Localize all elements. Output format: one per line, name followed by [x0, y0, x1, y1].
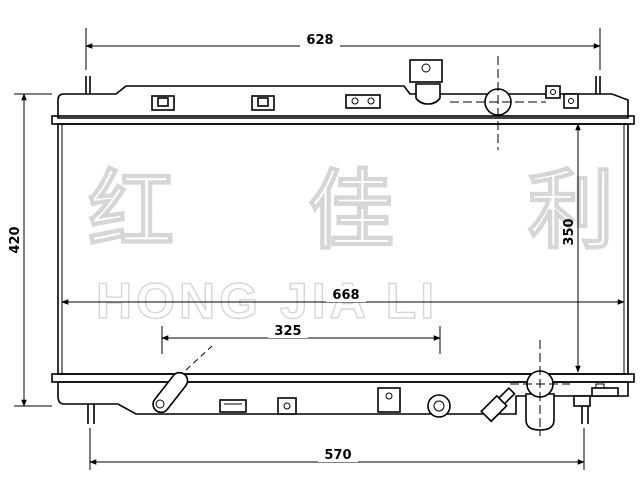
top-tank: [51, 56, 635, 150]
dim-overall-height: 420: [8, 226, 23, 253]
dim-inner-width: 325: [274, 324, 301, 339]
watermark: 红 佳 利 HONG JIA LI: [87, 160, 640, 330]
watermark-english: HONG JIA LI: [96, 273, 438, 329]
dim-top-width: 628: [306, 33, 333, 48]
bottom-tank: [51, 340, 635, 436]
dimension-labels: 628 668 325 570 420 350: [8, 30, 577, 463]
dim-bottom-width: 570: [324, 448, 351, 463]
watermark-chinese: 红 佳 利: [88, 161, 640, 261]
dim-core-height: 350: [562, 218, 577, 245]
dim-core-width: 668: [332, 288, 359, 303]
